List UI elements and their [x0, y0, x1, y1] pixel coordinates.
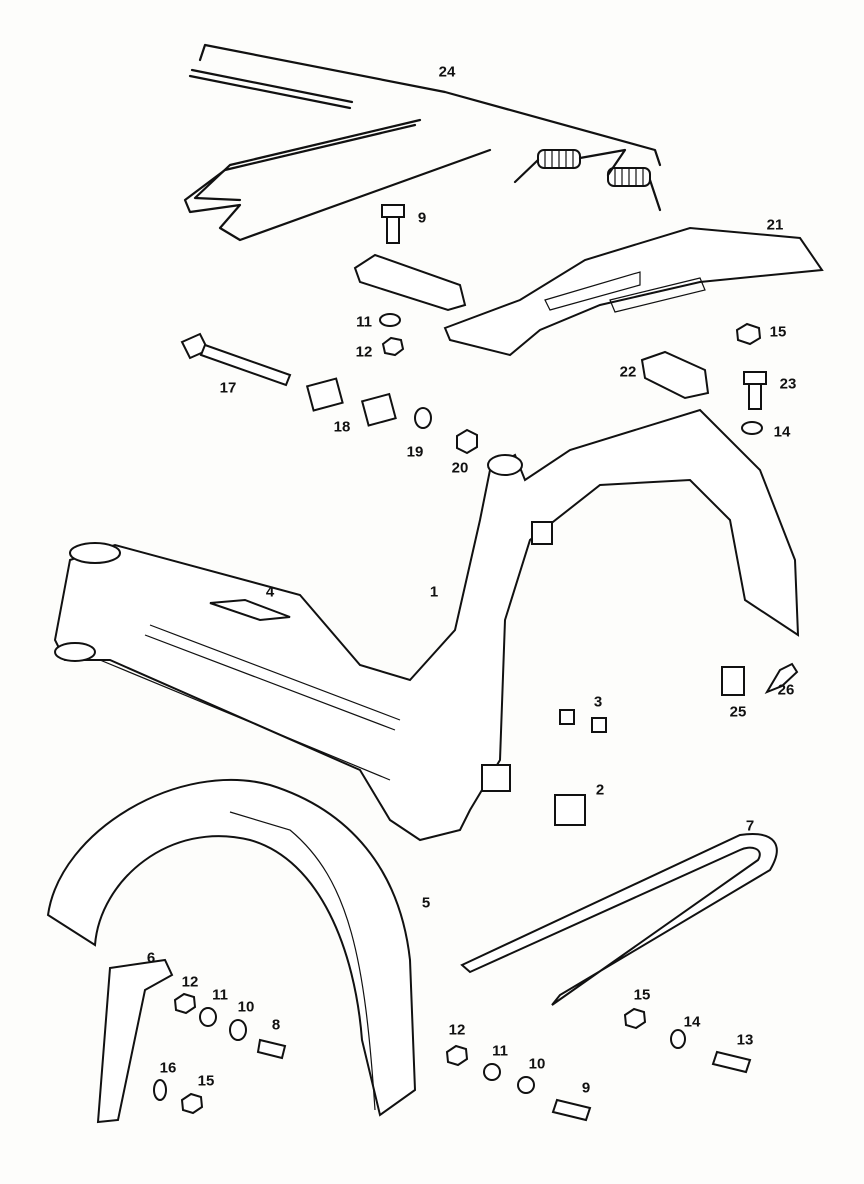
label-9-mid: 9 [581, 1079, 591, 1097]
label-16: 16 [159, 1059, 177, 1077]
label-17: 17 [219, 379, 237, 397]
stand-wire-inner [193, 118, 422, 202]
long-bolt [180, 332, 292, 387]
label-22: 22 [619, 363, 637, 381]
label-6: 6 [146, 949, 156, 967]
label-24: 24 [438, 63, 456, 81]
label-18: 18 [333, 418, 351, 436]
springs [513, 148, 662, 212]
label-21: 21 [766, 216, 784, 234]
label-14-right: 14 [683, 1013, 701, 1031]
label-11-mid: 11 [492, 1042, 508, 1060]
label-25: 25 [729, 703, 747, 721]
label-4: 4 [265, 583, 275, 601]
group-bracket-line [198, 43, 662, 167]
plate-4 [209, 598, 291, 622]
front-mudguard [46, 779, 417, 1117]
label-1: 1 [429, 583, 439, 601]
label-5: 5 [421, 894, 431, 912]
bolt-23 [743, 371, 767, 410]
label-10-mid: 10 [528, 1055, 546, 1073]
stand-wire [183, 123, 492, 242]
label-15-top: 15 [769, 323, 787, 341]
label-10-left: 10 [237, 998, 255, 1016]
label-15-left: 15 [197, 1072, 215, 1090]
stay-6 [96, 958, 174, 1124]
label-19: 19 [406, 443, 424, 461]
label-11: 11 [356, 313, 372, 331]
stand-bracket [353, 253, 467, 312]
label-9: 9 [417, 209, 427, 227]
label-7: 7 [745, 817, 755, 835]
label-12-mid: 12 [448, 1021, 466, 1039]
label-12-left: 12 [181, 973, 199, 991]
label-13: 13 [736, 1031, 754, 1049]
label-3: 3 [593, 693, 603, 711]
label-15-right: 15 [633, 986, 651, 1004]
label-23: 23 [779, 375, 797, 393]
carrier-rack [443, 226, 824, 357]
label-14-top: 14 [773, 423, 791, 441]
bolt-9-top [381, 204, 405, 244]
label-2: 2 [595, 781, 605, 799]
label-8: 8 [271, 1016, 281, 1034]
label-12: 12 [355, 343, 373, 361]
label-20: 20 [451, 459, 469, 477]
frame-main [53, 408, 800, 842]
chain-guard [460, 833, 778, 1006]
bush-2 [554, 794, 586, 826]
label-26: 26 [777, 681, 795, 699]
bracket-22 [640, 350, 710, 400]
rod [188, 68, 354, 110]
label-11-left: 11 [212, 986, 228, 1004]
